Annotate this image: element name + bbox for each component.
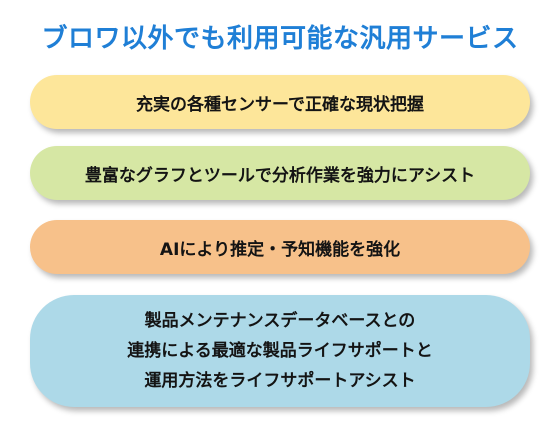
- service-item-label-line-1: 製品メンテナンスデータベースとの: [144, 311, 416, 331]
- service-item-label: AIにより推定・予知機能を強化: [159, 239, 401, 260]
- service-item-sensors: 充実の各種センサーで正確な現状把握: [30, 75, 530, 129]
- service-item-life-support: 製品メンテナンスデータベースとの 連携による最適な製品ライフサポートと 運用方法…: [30, 295, 530, 407]
- page-title: ブロワ以外でも利用可能な汎用サービス: [41, 24, 519, 54]
- service-item-analysis-tools: 豊富なグラフとツールで分析作業を強力にアシスト: [30, 146, 530, 200]
- service-item-label: 充実の各種センサーで正確な現状把握: [136, 94, 424, 115]
- service-item-label: 豊富なグラフとツールで分析作業を強力にアシスト: [84, 165, 476, 186]
- service-item-ai-prediction: AIにより推定・予知機能を強化: [30, 220, 530, 274]
- service-item-label-line-2: 連携による最適な製品ライフサポートと: [127, 341, 433, 361]
- service-item-label-line-3: 運用方法をライフサポートアシスト: [144, 371, 416, 391]
